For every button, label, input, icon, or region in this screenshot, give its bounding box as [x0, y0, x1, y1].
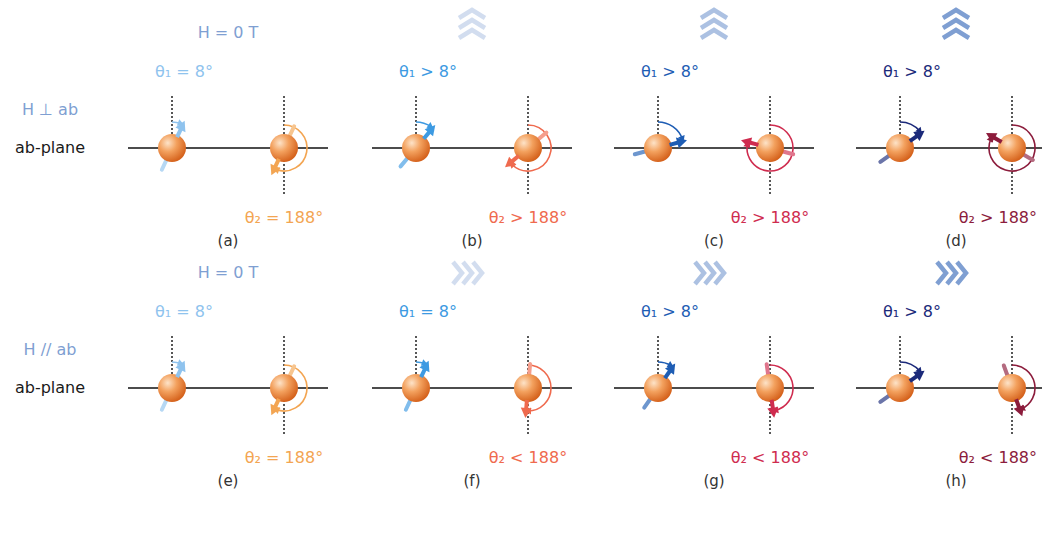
annotation-label: (h) [945, 473, 966, 490]
field-chevron [701, 20, 727, 28]
field-chevron [459, 30, 485, 38]
field-chevron [943, 10, 969, 18]
spin-arrowhead [913, 371, 924, 381]
spin-arrowhead [521, 407, 532, 417]
annotation-label: θ₂ > 188° [489, 209, 567, 227]
atom-sphere [886, 134, 914, 162]
annotation-label: θ₁ > 8° [883, 63, 941, 81]
annotation-label: θ₂ > 188° [959, 209, 1037, 227]
spin-arrowhead [425, 125, 436, 136]
spin-arrowhead [175, 121, 185, 132]
annotation-label: (d) [945, 233, 966, 250]
atom-sphere [756, 374, 784, 402]
annotation-label: H ⊥ ab [22, 101, 78, 119]
angle-arc [512, 125, 551, 171]
field-chevron [943, 30, 969, 38]
spin-arrowhead [271, 164, 281, 175]
spin-arrowhead [175, 361, 185, 372]
atom-sphere [998, 134, 1026, 162]
annotation-label: θ₂ > 188° [731, 209, 809, 227]
annotation-label: (g) [703, 473, 724, 490]
annotation-label: (f) [464, 473, 481, 490]
annotation-label: θ₂ < 188° [959, 449, 1037, 467]
annotation-label: θ₁ > 8° [641, 303, 699, 321]
annotation-label: (a) [218, 233, 239, 250]
atom-sphere [158, 374, 186, 402]
spin-arrowhead [271, 404, 281, 415]
panel-drawing [856, 10, 1042, 196]
annotation-label: θ₁ = 8° [399, 303, 457, 321]
annotation-label: (e) [218, 473, 239, 490]
atom-sphere [514, 374, 542, 402]
annotation-label: θ₂ = 188° [245, 449, 323, 467]
angle-arc [989, 125, 1035, 171]
field-chevron [943, 20, 969, 28]
angle-arc [747, 125, 793, 171]
field-chevron [715, 262, 724, 284]
atom-sphere [270, 134, 298, 162]
annotation-label: ab-plane [15, 379, 85, 397]
field-chevron [459, 10, 485, 18]
atom-sphere [644, 134, 672, 162]
annotation-label: θ₂ = 188° [245, 209, 323, 227]
annotation-label: θ₁ = 8° [155, 63, 213, 81]
panel-drawing [614, 10, 814, 196]
field-chevron [947, 262, 956, 284]
spin-arrowhead [913, 131, 924, 141]
spin-arrowhead [419, 361, 429, 372]
spin-arrowhead [665, 363, 675, 374]
spin-arrowhead [676, 138, 687, 149]
annotation-label: ab-plane [15, 139, 85, 157]
spin-arrowhead [986, 133, 997, 143]
annotation-label: H = 0 T [198, 264, 259, 282]
annotation-label: θ₁ > 8° [399, 63, 457, 81]
field-chevron [701, 30, 727, 38]
annotation-label: θ₁ = 8° [155, 303, 213, 321]
annotation-label: θ₂ < 188° [489, 449, 567, 467]
annotation-label: (c) [704, 233, 724, 250]
atom-sphere [886, 374, 914, 402]
annotation-label: H // ab [24, 341, 77, 359]
panel-drawing [372, 10, 572, 196]
field-chevron [695, 262, 704, 284]
panel-drawing [128, 96, 328, 196]
field-chevron [453, 262, 462, 284]
atom-sphere [756, 134, 784, 162]
panel-drawing [856, 262, 1042, 436]
spin-arrowhead [741, 138, 752, 149]
atom-sphere [158, 134, 186, 162]
panel-drawing [614, 262, 814, 436]
field-chevron [473, 262, 482, 284]
field-chevron [705, 262, 714, 284]
field-chevron [463, 262, 472, 284]
field-chevron [937, 262, 946, 284]
atom-sphere [402, 374, 430, 402]
field-chevron [957, 262, 966, 284]
spin-arrowhead [505, 157, 516, 168]
field-chevron [701, 10, 727, 18]
spin-arrowhead [767, 407, 778, 418]
spin-arrowhead [1014, 405, 1024, 416]
atom-sphere [270, 374, 298, 402]
annotation-label: θ₁ > 8° [883, 303, 941, 321]
annotation-label: H = 0 T [198, 24, 259, 42]
panel-drawing [128, 336, 328, 436]
atom-sphere [644, 374, 672, 402]
panel-drawing [372, 262, 572, 436]
annotation-label: (b) [461, 233, 482, 250]
field-chevron [459, 20, 485, 28]
annotation-label: θ₁ > 8° [641, 63, 699, 81]
atom-sphere [998, 374, 1026, 402]
annotation-label: θ₂ < 188° [731, 449, 809, 467]
